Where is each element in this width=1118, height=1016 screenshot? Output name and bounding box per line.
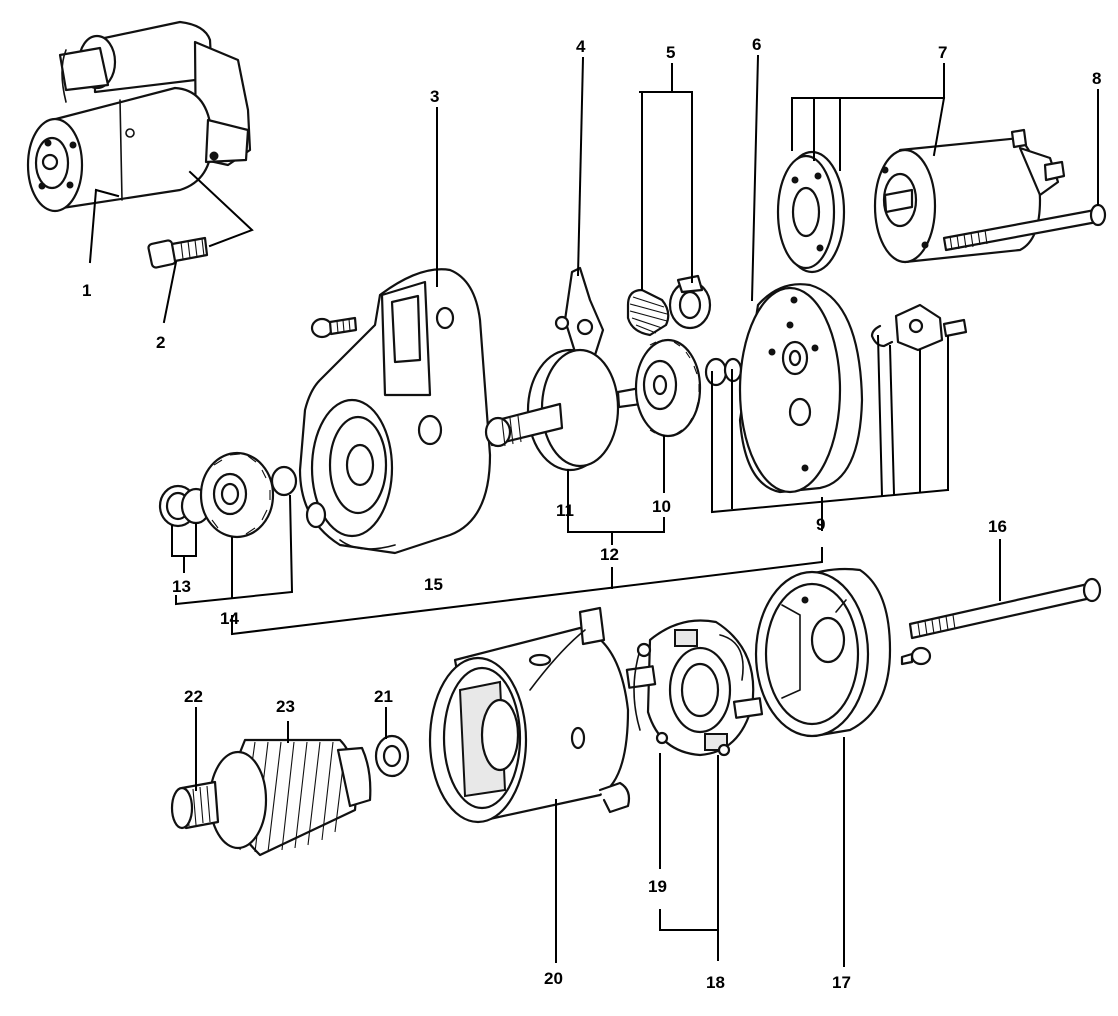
drive-pinion-part-14 xyxy=(158,451,298,539)
callout-23: 23 xyxy=(276,697,295,716)
callout-16: 16 xyxy=(988,517,1007,536)
callout-20: 20 xyxy=(544,969,563,988)
callout-18: 18 xyxy=(706,973,725,992)
callout-7: 7 xyxy=(938,43,947,62)
callout-14: 14 xyxy=(220,609,239,628)
drive-end-housing-part-3 xyxy=(298,268,492,555)
callout-10: 10 xyxy=(652,497,671,516)
bolt-part-2 xyxy=(147,236,209,269)
end-plate-part-6 xyxy=(704,283,968,494)
armature-part-23 xyxy=(170,734,410,857)
long-bolt-part-16 xyxy=(900,577,1102,666)
shift-lever-and-shaft-part-4-11 xyxy=(484,266,643,472)
callout-2: 2 xyxy=(156,333,165,352)
callout-3: 3 xyxy=(430,87,439,106)
yoke-part-20 xyxy=(428,606,631,824)
callout-labels: 1 2 3 4 5 6 7 8 9 10 11 12 13 14 15 16 1… xyxy=(82,35,1101,992)
callout-11: 11 xyxy=(556,501,574,520)
assembled-starter-motor xyxy=(26,20,252,213)
callout-5: 5 xyxy=(666,43,675,62)
callout-21: 21 xyxy=(374,687,393,706)
pinion-gear-part-10 xyxy=(634,338,702,438)
callout-12: 12 xyxy=(600,545,619,564)
leader-lines xyxy=(88,54,1099,967)
callout-22: 22 xyxy=(184,687,203,706)
solenoid-part-7 xyxy=(776,128,1066,274)
callout-15: 15 xyxy=(424,575,443,594)
brush-holder-part-18 xyxy=(625,619,764,757)
callout-6: 6 xyxy=(752,35,761,54)
callout-19: 19 xyxy=(648,877,667,896)
commutator-end-cover-part-17 xyxy=(754,567,892,738)
callout-17: 17 xyxy=(832,973,851,992)
callout-4: 4 xyxy=(576,37,586,56)
spring-and-collar-part-5 xyxy=(626,274,712,337)
callout-8: 8 xyxy=(1092,69,1101,88)
callout-9: 9 xyxy=(816,515,825,534)
long-bolt-part-8 xyxy=(942,203,1107,252)
callout-13: 13 xyxy=(172,577,191,596)
callout-1: 1 xyxy=(82,281,91,300)
